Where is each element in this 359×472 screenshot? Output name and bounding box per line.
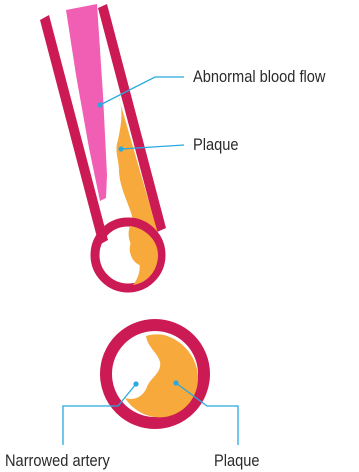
leader-line-abnormal xyxy=(100,77,184,105)
label-narrowed-artery: Narrowed artery xyxy=(5,451,110,471)
dot-plaque-bottom xyxy=(173,380,178,385)
dot-abnormal xyxy=(97,102,102,107)
artery-longitudinal-view xyxy=(40,4,166,288)
label-plaque-bottom: Plaque xyxy=(214,451,260,471)
dot-plaque-top xyxy=(118,146,123,151)
label-plaque-top: Plaque xyxy=(193,135,239,155)
label-abnormal-blood-flow: Abnormal blood flow xyxy=(193,67,325,87)
dot-narrowed xyxy=(133,381,138,386)
artery-cross-section xyxy=(106,325,204,423)
